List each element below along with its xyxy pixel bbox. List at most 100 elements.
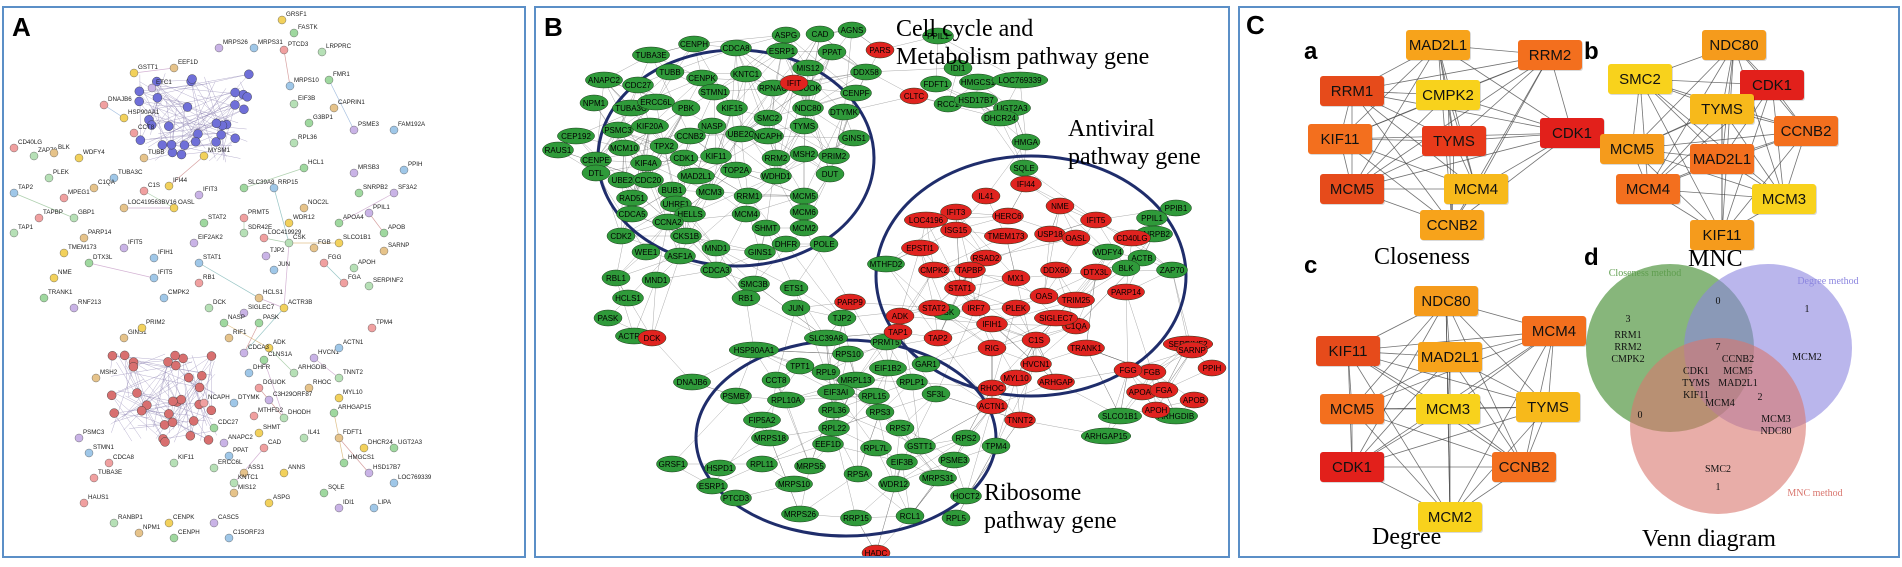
green-gene-node xyxy=(865,403,895,421)
red-gene-node-label: C1QA xyxy=(1065,322,1087,331)
green-gene-node-label: LOC769339 xyxy=(998,76,1042,85)
ppi-edge xyxy=(243,167,305,189)
green-gene-node xyxy=(886,453,918,471)
ppi-edge xyxy=(171,107,177,145)
green-gene-node xyxy=(860,439,892,457)
green-gene-node-label: MND1 xyxy=(705,244,728,253)
module-edge xyxy=(1125,291,1153,373)
ppi-node-label: ERCC6L xyxy=(218,459,243,466)
red-gene-node xyxy=(899,87,929,105)
ppi-node-label: KNTC1 xyxy=(238,474,259,481)
ppi-node xyxy=(139,153,149,163)
green-gene-node-label: CDCA8 xyxy=(722,44,750,53)
green-gene-node-label: RPS7 xyxy=(890,424,911,433)
ppi-node-label: HCL1 xyxy=(308,159,324,166)
ppi-node-label: IFIT3 xyxy=(203,186,218,193)
ppi-node xyxy=(219,318,229,328)
red-gene-node xyxy=(1113,361,1143,379)
ppi-node-label: MRPS26 xyxy=(223,39,248,46)
ppi-node-label: DNAJB6 xyxy=(108,96,132,103)
ppi-node xyxy=(164,518,174,528)
module-edge xyxy=(633,279,657,337)
ppi-node xyxy=(349,125,359,135)
hub-edge xyxy=(1449,330,1555,518)
green-gene-node-label: CENPH xyxy=(680,40,708,49)
ppi-node xyxy=(334,373,344,383)
green-gene-node-label: HCLS1 xyxy=(615,294,641,303)
green-gene-node xyxy=(632,171,664,189)
green-gene-node-label: PRMT5 xyxy=(872,338,900,347)
red-gene-node xyxy=(1149,381,1179,399)
green-gene-node-label: MSH2 xyxy=(793,150,816,159)
ppi-node xyxy=(249,411,259,421)
green-gene-node-label: SNRPB2 xyxy=(1138,230,1171,239)
hub-cluster-node xyxy=(176,149,187,160)
red-gene-node-label: STAT2 xyxy=(922,304,946,313)
ppi-edge xyxy=(168,104,244,127)
ppi-edge xyxy=(323,262,345,284)
ppi-node xyxy=(209,463,219,473)
green-gene-node xyxy=(761,371,791,389)
red-gene-node-label: MYL10 xyxy=(1003,374,1029,383)
green-gene-node-label: GINS1 xyxy=(748,248,773,257)
ppi-node xyxy=(69,303,79,313)
ppi-node xyxy=(334,238,344,248)
ppi-node xyxy=(279,413,289,423)
module-edge xyxy=(1055,251,1109,319)
ppi-node xyxy=(261,251,271,261)
green-gene-node-label: TUBA3C xyxy=(615,104,647,113)
venn-count: 0 xyxy=(1638,410,1643,421)
ppi-node xyxy=(137,323,147,333)
green-gene-node-label: UGT2A3 xyxy=(996,104,1028,113)
ppi-edge xyxy=(13,192,75,219)
panel-c-label: C xyxy=(1246,10,1265,40)
ppi-edge xyxy=(268,347,295,374)
red-gene-node xyxy=(1001,299,1031,317)
ppi-edge xyxy=(151,87,241,126)
green-gene-node-label: CDK1 xyxy=(673,154,695,163)
green-gene-node-label: TYMS xyxy=(793,122,815,131)
ppi-edge xyxy=(172,374,216,423)
ppi-edge xyxy=(258,297,285,309)
green-gene-node-label: RPL22 xyxy=(822,424,847,433)
venn-count: 0 xyxy=(1716,296,1721,307)
red-gene-node-label: IRF7 xyxy=(967,304,985,313)
venn-genes: CDK1 xyxy=(1683,366,1709,377)
green-gene-node-label: RPNAC xyxy=(759,84,787,93)
red-gene-node-label: TRANK1 xyxy=(1070,344,1102,353)
ppi-node-label: LOC419563BV16 xyxy=(128,199,177,206)
green-gene-node-label: DDX58 xyxy=(853,68,879,77)
ppi-node-label: MSH2 xyxy=(100,369,118,376)
red-gene-node-label: CMPK2 xyxy=(920,266,948,275)
ppi-edge xyxy=(157,86,188,108)
green-gene-node xyxy=(751,219,781,237)
panel-a-label: A xyxy=(12,12,31,42)
green-gene-node xyxy=(885,419,915,437)
green-gene-node xyxy=(579,94,609,112)
ppi-node xyxy=(119,243,129,253)
ppi-node xyxy=(254,428,264,438)
red-gene-node-label: LOC4196 xyxy=(909,216,944,225)
green-gene-node-label: TPX2 xyxy=(654,142,675,151)
ppi-edge xyxy=(190,81,202,137)
ppi-node xyxy=(109,518,119,528)
green-gene-node-label: KIF11 xyxy=(706,152,727,161)
module-edge xyxy=(925,219,961,289)
green-gene-node-label: ASPG xyxy=(775,31,797,40)
green-gene-node-label: CDCA5 xyxy=(618,210,646,219)
green-gene-node xyxy=(669,149,699,167)
ppi-node xyxy=(9,188,19,198)
module-edge xyxy=(945,277,1017,313)
ppi-edge xyxy=(184,81,216,146)
ppi-edge xyxy=(184,97,220,146)
red-gene-node xyxy=(984,227,1028,245)
module-edge xyxy=(899,247,921,317)
ppi-node xyxy=(354,188,364,198)
red-gene-node xyxy=(901,239,939,257)
module-edge xyxy=(695,135,769,177)
hub-cluster-node xyxy=(134,86,145,97)
hub-cluster-node xyxy=(164,121,174,131)
green-gene-node-label: MRPS10 xyxy=(778,480,811,489)
